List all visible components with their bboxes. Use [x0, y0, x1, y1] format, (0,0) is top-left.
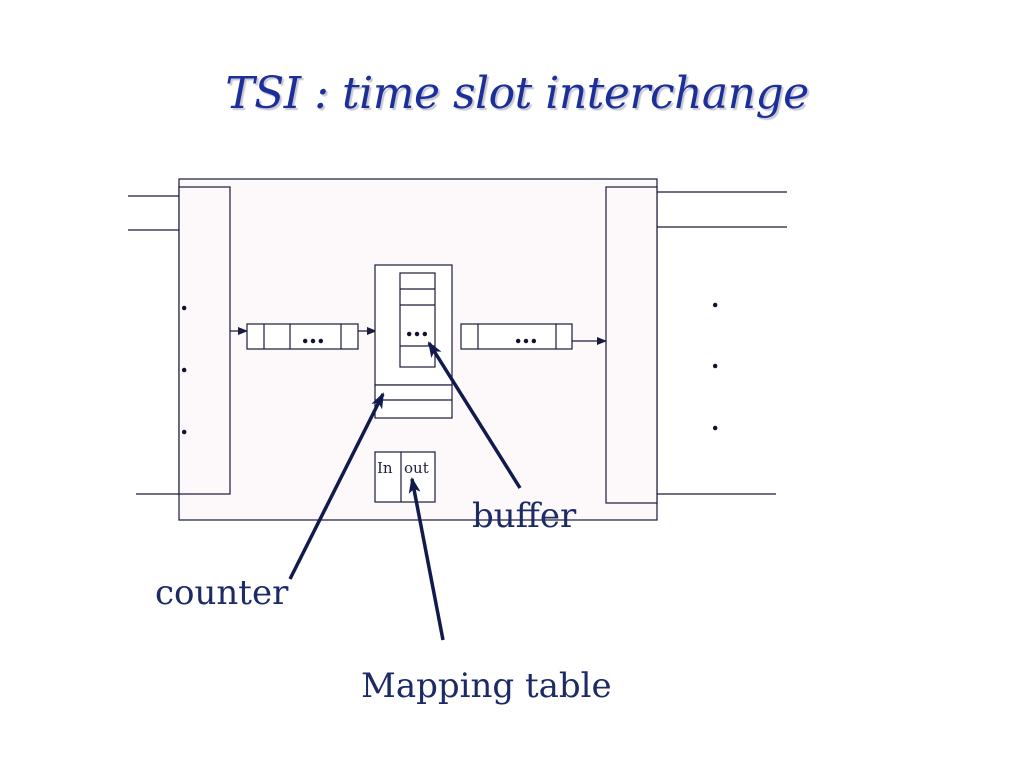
input-demux-bar — [178, 186, 231, 495]
counter-callout-arrow — [288, 392, 385, 580]
mapping-table-out-label: out — [404, 459, 429, 477]
output-vertical-dot-3: . — [711, 407, 720, 436]
mapping-table-label: Mapping table — [361, 666, 612, 706]
counter-label: counter — [155, 573, 289, 613]
input-vertical-dot-1: . — [180, 287, 189, 316]
mapping-table — [374, 451, 436, 503]
output-frame-queue — [460, 323, 573, 350]
buffer-label: buffer — [472, 496, 577, 536]
output-vertical-dot-2: . — [711, 345, 720, 374]
output-queue-ellipsis: … — [514, 320, 538, 349]
buffer-memory — [399, 272, 436, 368]
output-mux-bar — [605, 186, 658, 504]
input-queue-ellipsis: … — [301, 320, 325, 349]
input-vertical-dot-2: . — [180, 349, 189, 378]
input-vertical-dot-3: . — [180, 411, 189, 440]
output-vertical-dot-1: . — [711, 284, 720, 313]
mapping-table-in-label: In — [377, 459, 393, 477]
slide-title: TSI : time slot interchange — [225, 68, 809, 119]
counter-register — [374, 384, 453, 419]
mapping-callout-arrow — [408, 477, 445, 641]
input-frame-queue — [246, 323, 359, 350]
buffer-ellipsis: … — [405, 313, 429, 342]
buffer-callout-arrow — [427, 341, 522, 489]
